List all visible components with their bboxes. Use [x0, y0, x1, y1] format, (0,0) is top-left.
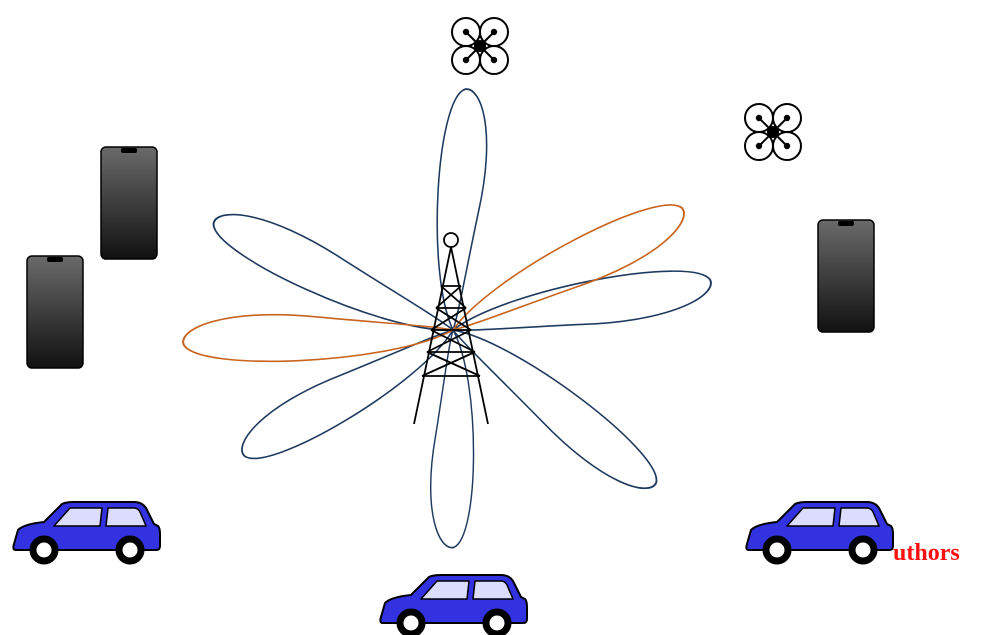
- beam-lobe-right: [449, 260, 715, 351]
- car-icon-right: [746, 502, 893, 561]
- beam-lobe-upper-left: [205, 199, 463, 352]
- beam-lobe-highlight-left: [182, 308, 454, 364]
- phone-icon-upper-left: [101, 147, 157, 259]
- car-icon-bottom: [380, 575, 527, 634]
- watermark-text: uthors: [893, 538, 960, 568]
- drone-icon-right: [745, 104, 801, 160]
- beam-pattern: [182, 88, 715, 548]
- phone-icon-right: [818, 220, 874, 332]
- drone-icon-top: [452, 18, 508, 74]
- phone-icon-left: [27, 256, 83, 368]
- car-icon-left: [13, 502, 160, 561]
- beam-lobe-lower-left: [231, 312, 465, 474]
- beam-lobe-up: [428, 88, 491, 332]
- beam-lobe-lower-right: [440, 311, 669, 504]
